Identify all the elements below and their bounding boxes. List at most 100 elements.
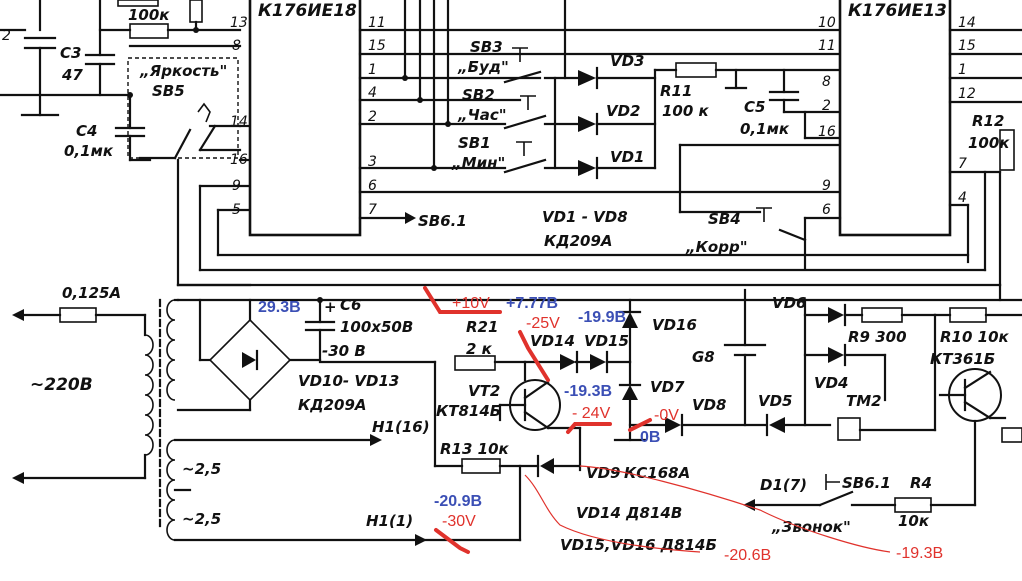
vd9-label: VD9 (586, 464, 621, 482)
left-chip-rpin-3: 3 (368, 154, 377, 170)
right-chip-pin-9: 9 (822, 178, 831, 194)
vd14-note: VD14 Д814В (576, 504, 682, 522)
left-chip-rpin-6: 6 (368, 178, 377, 194)
chip-right-name: К176ИЕ13 (848, 1, 947, 21)
red-20-6v: -20.6В (724, 547, 771, 564)
left-chip-pin-8: 8 (232, 38, 241, 54)
blue-0v: 0В (640, 429, 660, 446)
r11-label: R11 (660, 82, 692, 100)
r21-value: 2 к (466, 340, 493, 358)
left-chip-pin-5: 5 (232, 202, 241, 218)
sb5-label: SB5 (152, 82, 185, 100)
blue-20-9v: -20.9В (434, 493, 482, 510)
left-chip-rpin-4: 4 (368, 85, 377, 101)
c5-value: 0,1мк (740, 120, 790, 138)
vd1516-note: VD15,VD16 Д814Б (560, 536, 717, 554)
c6-plus: + (324, 298, 337, 316)
vd8-label: VD8 (692, 396, 727, 414)
blue-7-77v: +7.77В (506, 295, 558, 312)
left-chip-rpin-2: 2 (368, 109, 377, 125)
red-25v: -25V (526, 315, 560, 332)
r12-value: 100к (968, 134, 1010, 152)
c4-value: 0,1мк (64, 142, 114, 160)
bridge-type-label: КД209А (298, 396, 367, 414)
left-chip-pin-9: 9 (232, 178, 241, 194)
ac-25-lower: ~2,5 (182, 510, 221, 528)
c6-label: С6 (340, 296, 361, 314)
power-supply: 0,125А ~220В ~2,5 ~2,5 Н1(16) Н1(1) VD1 (12, 283, 1022, 554)
chip-k176ie13: К176ИЕ13 10 11 8 2 16 9 6 14 15 1 12 7 4… (818, 0, 1022, 264)
vd3-label: VD3 (610, 52, 645, 70)
right-chip-pin-10: 10 (818, 15, 836, 31)
vd-range-label: VD1 - VD8 (542, 208, 628, 226)
vd14-label: VD14 (530, 332, 575, 350)
red-30v: -30V (442, 513, 476, 530)
right-chip-pin-8: 8 (822, 74, 831, 90)
sb6-1b-label: SB6.1 (842, 474, 891, 492)
right-chip-rpin-4: 4 (958, 190, 967, 206)
r4-label: R4 (910, 474, 932, 492)
mains-label: ~220В (30, 375, 93, 395)
right-chip-pin-6: 6 (822, 202, 831, 218)
blue-29-3v: 29.3В (258, 299, 301, 316)
right-chip-rpin-15: 15 (958, 38, 976, 54)
left-chip-rpin-15: 15 (368, 38, 386, 54)
right-chip-pin-2: 2 (822, 98, 831, 114)
r12-label: R12 (972, 112, 1004, 130)
c3-label: С3 (60, 44, 81, 62)
blue-19-3v: -19.3В (564, 383, 612, 400)
g8-label: G8 (692, 348, 715, 366)
left-chip-rpin-1: 1 (368, 62, 377, 78)
left-chip-rpin-11: 11 (368, 15, 386, 31)
vd-type-label: КД209А (544, 232, 613, 250)
sb2-name: „Час" (457, 106, 507, 124)
vd4-label: VD4 (814, 374, 849, 392)
kt361b-label: КТ361Б (930, 350, 995, 368)
ks168a-label: КС168А (624, 464, 690, 482)
sb4-label: SB4 (708, 210, 741, 228)
red-0v: -0V (654, 407, 679, 424)
bus-lines: SB6.1 (358, 0, 842, 230)
chip-left-name: К176ИЕ18 (258, 1, 357, 21)
minus30-label: -30 В (322, 342, 366, 360)
bridge-label: VD10- VD13 (298, 372, 399, 390)
r21-label: R21 (466, 318, 498, 336)
sb1-name: „Мин" (451, 154, 505, 172)
diodes-vd1-vd3: VD3 VD2 VD1 (578, 52, 657, 180)
vd16-label: VD16 (652, 316, 697, 334)
korr-label: „Корр" (685, 238, 748, 256)
sb3-label: SB3 (470, 38, 503, 56)
right-chip-pin-11: 11 (818, 38, 836, 54)
left-chip-pin-16: 16 (230, 152, 248, 168)
left-chip-rpin-7: 7 (368, 202, 377, 218)
brightness-label: „Яркость" (139, 62, 227, 80)
sb1-label: SB1 (458, 134, 491, 152)
r11-c5: R11 100 к С5 0,1мк (653, 62, 842, 214)
c6-value: 100х50В (340, 318, 413, 336)
h1-1-label: Н1(1) (366, 512, 413, 530)
r10-label: R10 10к (940, 328, 1010, 346)
sb6-1-label: SB6.1 (418, 212, 467, 230)
red-10v: +10V (452, 295, 490, 312)
vt2-label: VT2 (468, 382, 500, 400)
c3-value: 47 (61, 66, 83, 84)
r-top-value: 100к (128, 6, 170, 24)
r13-label: R13 10к (440, 440, 510, 458)
sb3-name: „Буд" (457, 58, 509, 76)
c5-label: С5 (744, 98, 765, 116)
right-chip-rpin-12: 12 (958, 86, 976, 102)
left-edge-pin-label: 2 (2, 28, 11, 44)
fuse-label: 0,125А (62, 284, 121, 302)
r4-value: 10к (898, 512, 930, 530)
voltage-annotations: 29.3В +10V +7.77В -25V -19.9В -19.3В - 2… (258, 286, 943, 564)
feedback-loops (176, 170, 1002, 287)
vd1-label: VD1 (610, 148, 645, 166)
vd5-label: VD5 (758, 392, 793, 410)
tm2-label: ТМ2 (846, 392, 882, 410)
vd2-label: VD2 (606, 102, 641, 120)
d1-7-label: D1(7) (760, 476, 807, 494)
c4-label: С4 (76, 122, 97, 140)
h1-16-label: Н1(16) (372, 418, 430, 436)
right-chip-pin-16: 16 (818, 124, 836, 140)
zvonok-label: „Звонок" (771, 518, 851, 536)
